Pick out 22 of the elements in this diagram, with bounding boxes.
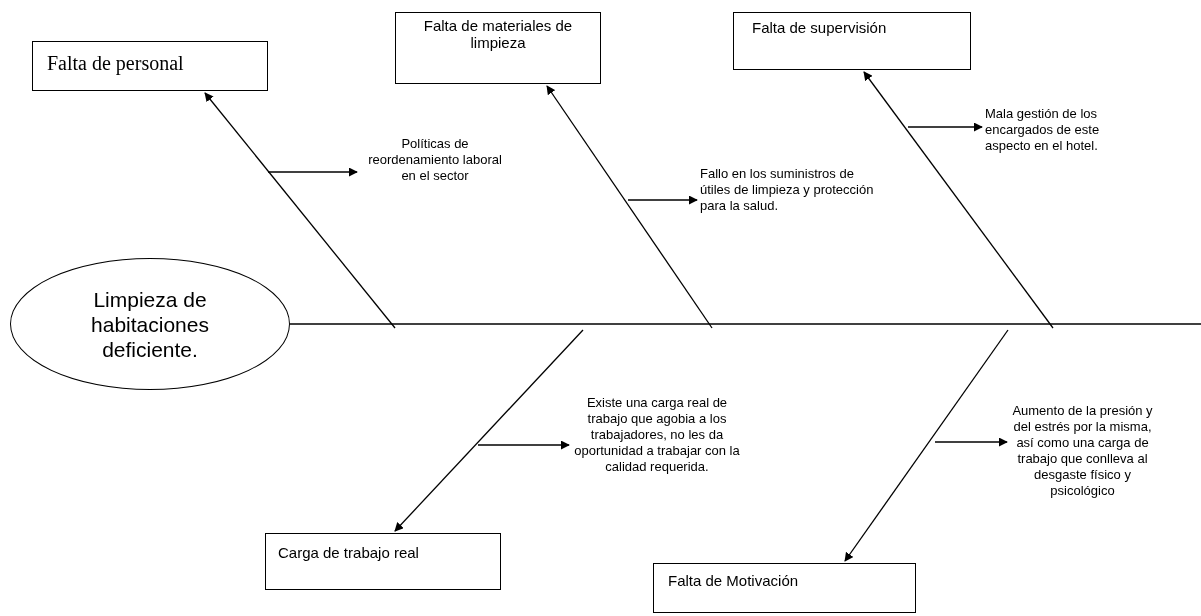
cause-note: Mala gestión de los encargados de este aspecto en el hotel. — [985, 106, 1135, 156]
arrow — [394, 329, 584, 532]
arrow — [546, 85, 713, 329]
cause-box: Falta de Motivación — [653, 563, 916, 613]
cause-box: Carga de trabajo real — [265, 533, 501, 590]
arrow — [907, 122, 983, 132]
arrow — [627, 195, 698, 205]
cause-box: Falta de materiales de limpieza — [395, 12, 601, 84]
arrow — [267, 167, 358, 177]
arrow — [863, 71, 1054, 329]
arrow — [204, 92, 396, 329]
cause-note: Políticas de reordenamiento laboral en el sector — [360, 136, 510, 186]
cause-note: Fallo en los suministros de útiles de limpieza y protección para la salud. — [700, 166, 880, 216]
arrow — [844, 329, 1009, 562]
arrow — [477, 440, 570, 450]
spine-line — [289, 323, 1201, 325]
cause-note: Aumento de la presión y del estrés por la misma, así como una carga de trabajo que conlleva al desgaste físico y psicológico — [1010, 403, 1155, 503]
cause-box: Falta de supervisión — [733, 12, 971, 70]
arrow — [934, 437, 1008, 447]
effect-ellipse: Limpieza de habitaciones deficiente. — [10, 258, 290, 390]
cause-box: Falta de personal — [32, 41, 268, 91]
cause-note: Existe una carga real de trabajo que agobia a los trabajadores, no les da oportunidad a trabajar con la calidad requerida. — [572, 395, 742, 477]
